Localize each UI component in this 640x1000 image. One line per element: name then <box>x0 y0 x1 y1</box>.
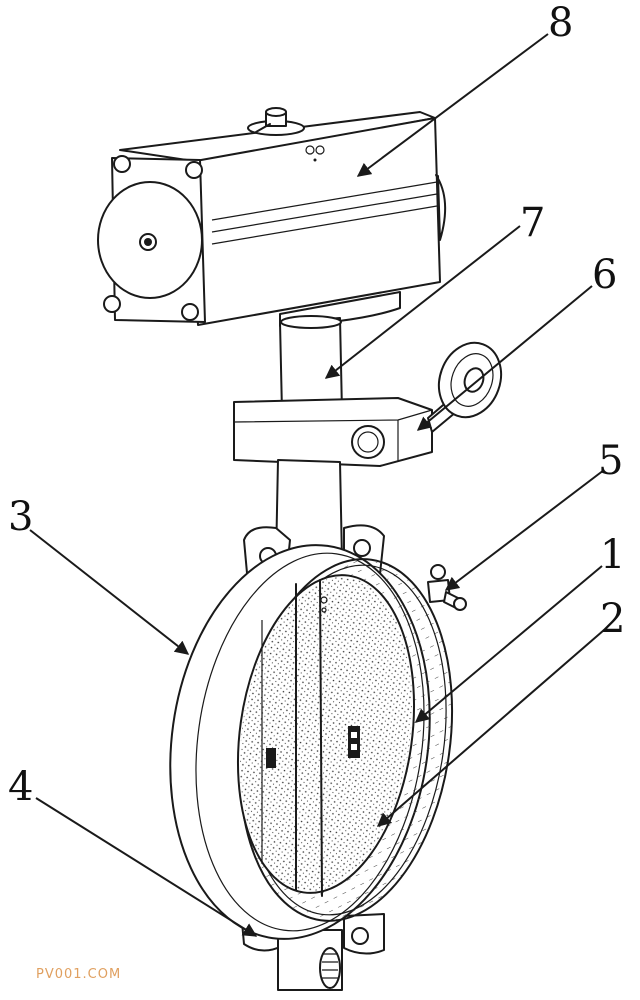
valve-disc <box>236 574 416 897</box>
callout-6: 6 <box>592 252 617 298</box>
callout-7: 7 <box>520 200 545 246</box>
callout-1: 1 <box>600 532 625 578</box>
callout-2: 2 <box>600 596 625 642</box>
callout-3: 3 <box>8 494 33 540</box>
leader-lines <box>29 33 605 937</box>
valve-stem <box>279 315 343 413</box>
pneumatic-actuator <box>97 107 447 327</box>
callout-8: 8 <box>548 0 573 46</box>
stem-bracket <box>233 341 503 467</box>
watermark-text: PV001.COM <box>36 967 121 982</box>
callout-5: 5 <box>598 438 623 484</box>
side-valve <box>427 564 467 611</box>
callout-4: 4 <box>8 764 33 810</box>
